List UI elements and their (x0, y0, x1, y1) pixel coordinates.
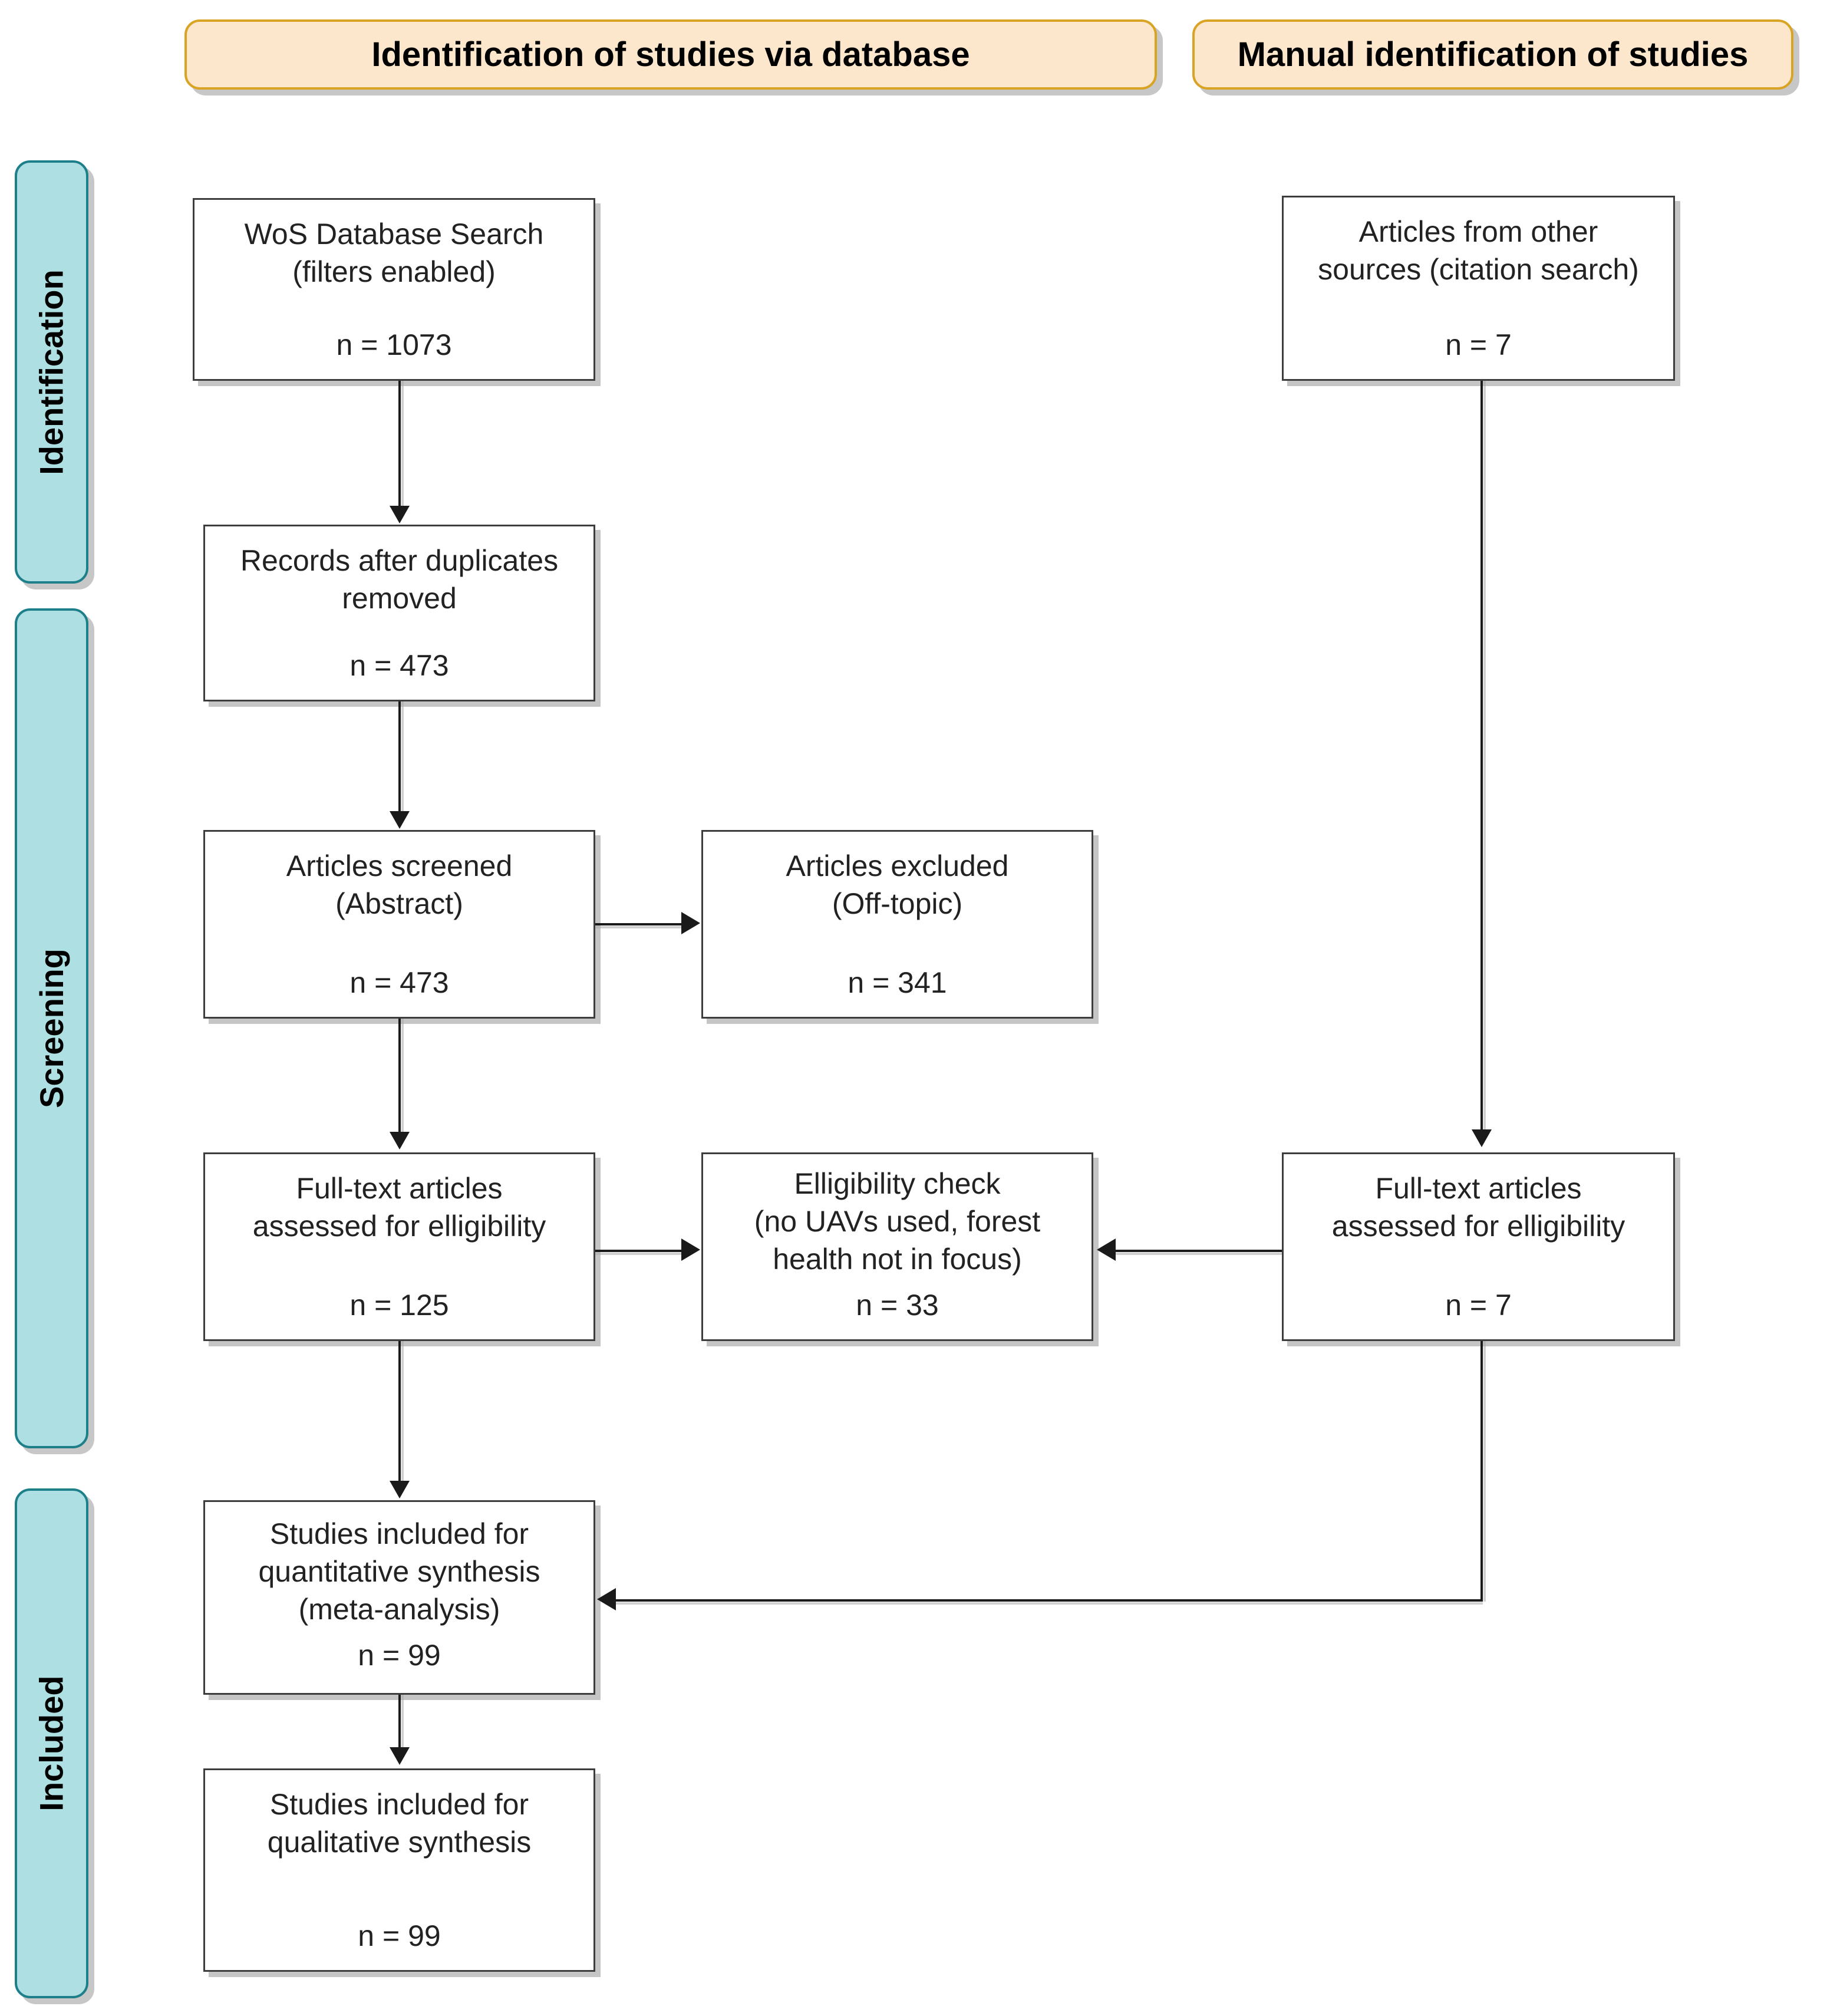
node-articles-other-sources-line1: Articles from other (1358, 215, 1598, 248)
connector-manual-to-eligibility (1116, 1250, 1282, 1252)
connector-screened-to-excluded (595, 923, 682, 925)
connector-quantitative-to-qualitative (398, 1695, 401, 1749)
rail-screening-label: Screening (33, 948, 71, 1108)
node-studies-qualitative-synthesis-line1: Studies included for (269, 1788, 529, 1821)
node-fulltext-assessed-manual-line1: Full-text articles (1375, 1172, 1582, 1205)
node-articles-screened: Articles screened (Abstract) n = 473 (203, 830, 595, 1019)
arrowhead-fulltext-to-eligibility (681, 1238, 700, 1261)
node-wos-database-search-count: n = 1073 (336, 328, 452, 361)
arrowhead-screened-to-excluded (681, 912, 700, 934)
rail-included: Included (15, 1488, 88, 1998)
banner-manual-identification: Manual identification of studies (1192, 19, 1793, 90)
arrowhead-fulltext-to-quantitative (390, 1481, 410, 1498)
node-fulltext-assessed-database-count: n = 125 (349, 1289, 449, 1322)
node-eligibility-check-count: n = 33 (856, 1289, 939, 1322)
arrowhead-manual-to-quantitative (597, 1588, 616, 1610)
node-wos-database-search-line1: WoS Database Search (244, 218, 544, 251)
node-studies-qualitative-synthesis-count: n = 99 (358, 1919, 441, 1952)
node-studies-qualitative-synthesis-line2: qualitative synthesis (267, 1826, 532, 1859)
node-articles-excluded-line1: Articles excluded (786, 849, 1009, 882)
node-studies-quantitative-synthesis-line3: (meta-analysis) (298, 1593, 500, 1626)
rail-identification-label: Identification (33, 269, 71, 475)
node-studies-qualitative-synthesis: Studies included for qualitative synthes… (203, 1768, 595, 1972)
connector-manual-to-quantitative-vertical (1480, 1341, 1483, 1602)
banner-manual-identification-label: Manual identification of studies (1237, 35, 1749, 74)
node-eligibility-check-line1: Elligibility check (794, 1167, 1001, 1200)
node-records-after-duplicates: Records after duplicates removed n = 473 (203, 525, 595, 701)
node-records-after-duplicates-line1: Records after duplicates (240, 544, 559, 577)
node-studies-quantitative-synthesis-count: n = 99 (358, 1639, 441, 1672)
node-studies-quantitative-synthesis: Studies included for quantitative synthe… (203, 1500, 595, 1695)
arrowhead-wos-to-duplicates (390, 506, 410, 523)
node-eligibility-check-line3: health not in focus) (773, 1243, 1022, 1276)
node-fulltext-assessed-database-line2: assessed for elligibility (252, 1210, 546, 1243)
node-articles-other-sources-line2: sources (citation search) (1318, 253, 1639, 286)
node-fulltext-assessed-manual: Full-text articles assessed for elligibi… (1282, 1152, 1675, 1341)
node-eligibility-check: Elligibility check (no UAVs used, forest… (701, 1152, 1093, 1341)
connector-manual-to-quantitative-horizontal (616, 1599, 1483, 1602)
node-articles-excluded-line2: (Off-topic) (832, 887, 963, 920)
node-articles-excluded: Articles excluded (Off-topic) n = 341 (701, 830, 1093, 1019)
connector-fulltext-to-quantitative (398, 1341, 401, 1483)
node-wos-database-search-line2: (filters enabled) (292, 255, 496, 288)
rail-included-label: Included (33, 1675, 71, 1811)
connector-fulltext-to-eligibility (595, 1250, 682, 1252)
node-wos-database-search: WoS Database Search (filters enabled) n … (193, 198, 595, 381)
banner-identification-database-label: Identification of studies via database (371, 35, 970, 74)
arrowhead-screened-to-fulltext (390, 1132, 410, 1149)
connector-duplicates-to-screened (398, 701, 401, 813)
node-fulltext-assessed-database-line1: Full-text articles (296, 1172, 503, 1205)
node-articles-screened-count: n = 473 (349, 966, 449, 999)
arrowhead-duplicates-to-screened (390, 811, 410, 829)
connector-screened-to-fulltext (398, 1019, 401, 1134)
arrowhead-quantitative-to-qualitative (390, 1747, 410, 1765)
node-fulltext-assessed-database: Full-text articles assessed for elligibi… (203, 1152, 595, 1341)
node-articles-screened-line2: (Abstract) (335, 887, 463, 920)
node-fulltext-assessed-manual-count: n = 7 (1445, 1289, 1512, 1322)
node-studies-quantitative-synthesis-line1: Studies included for (269, 1517, 529, 1550)
arrowhead-manual-to-eligibility (1097, 1238, 1116, 1261)
node-articles-screened-line1: Articles screened (286, 849, 513, 882)
node-eligibility-check-line2: (no UAVs used, forest (754, 1205, 1041, 1238)
node-articles-other-sources-count: n = 7 (1445, 328, 1512, 361)
connector-wos-to-duplicates (398, 381, 401, 508)
node-studies-quantitative-synthesis-line2: quantitative synthesis (258, 1555, 540, 1588)
rail-screening: Screening (15, 608, 88, 1448)
arrowhead-other-sources-to-manual-fulltext (1472, 1129, 1492, 1147)
node-articles-excluded-count: n = 341 (848, 966, 947, 999)
node-records-after-duplicates-count: n = 473 (349, 649, 449, 682)
rail-identification: Identification (15, 160, 88, 584)
banner-identification-database: Identification of studies via database (184, 19, 1157, 90)
node-articles-other-sources: Articles from other sources (citation se… (1282, 196, 1675, 381)
node-records-after-duplicates-line2: removed (342, 582, 457, 615)
connector-other-sources-to-manual-fulltext (1480, 381, 1483, 1131)
node-fulltext-assessed-manual-line2: assessed for elligibility (1331, 1210, 1625, 1243)
